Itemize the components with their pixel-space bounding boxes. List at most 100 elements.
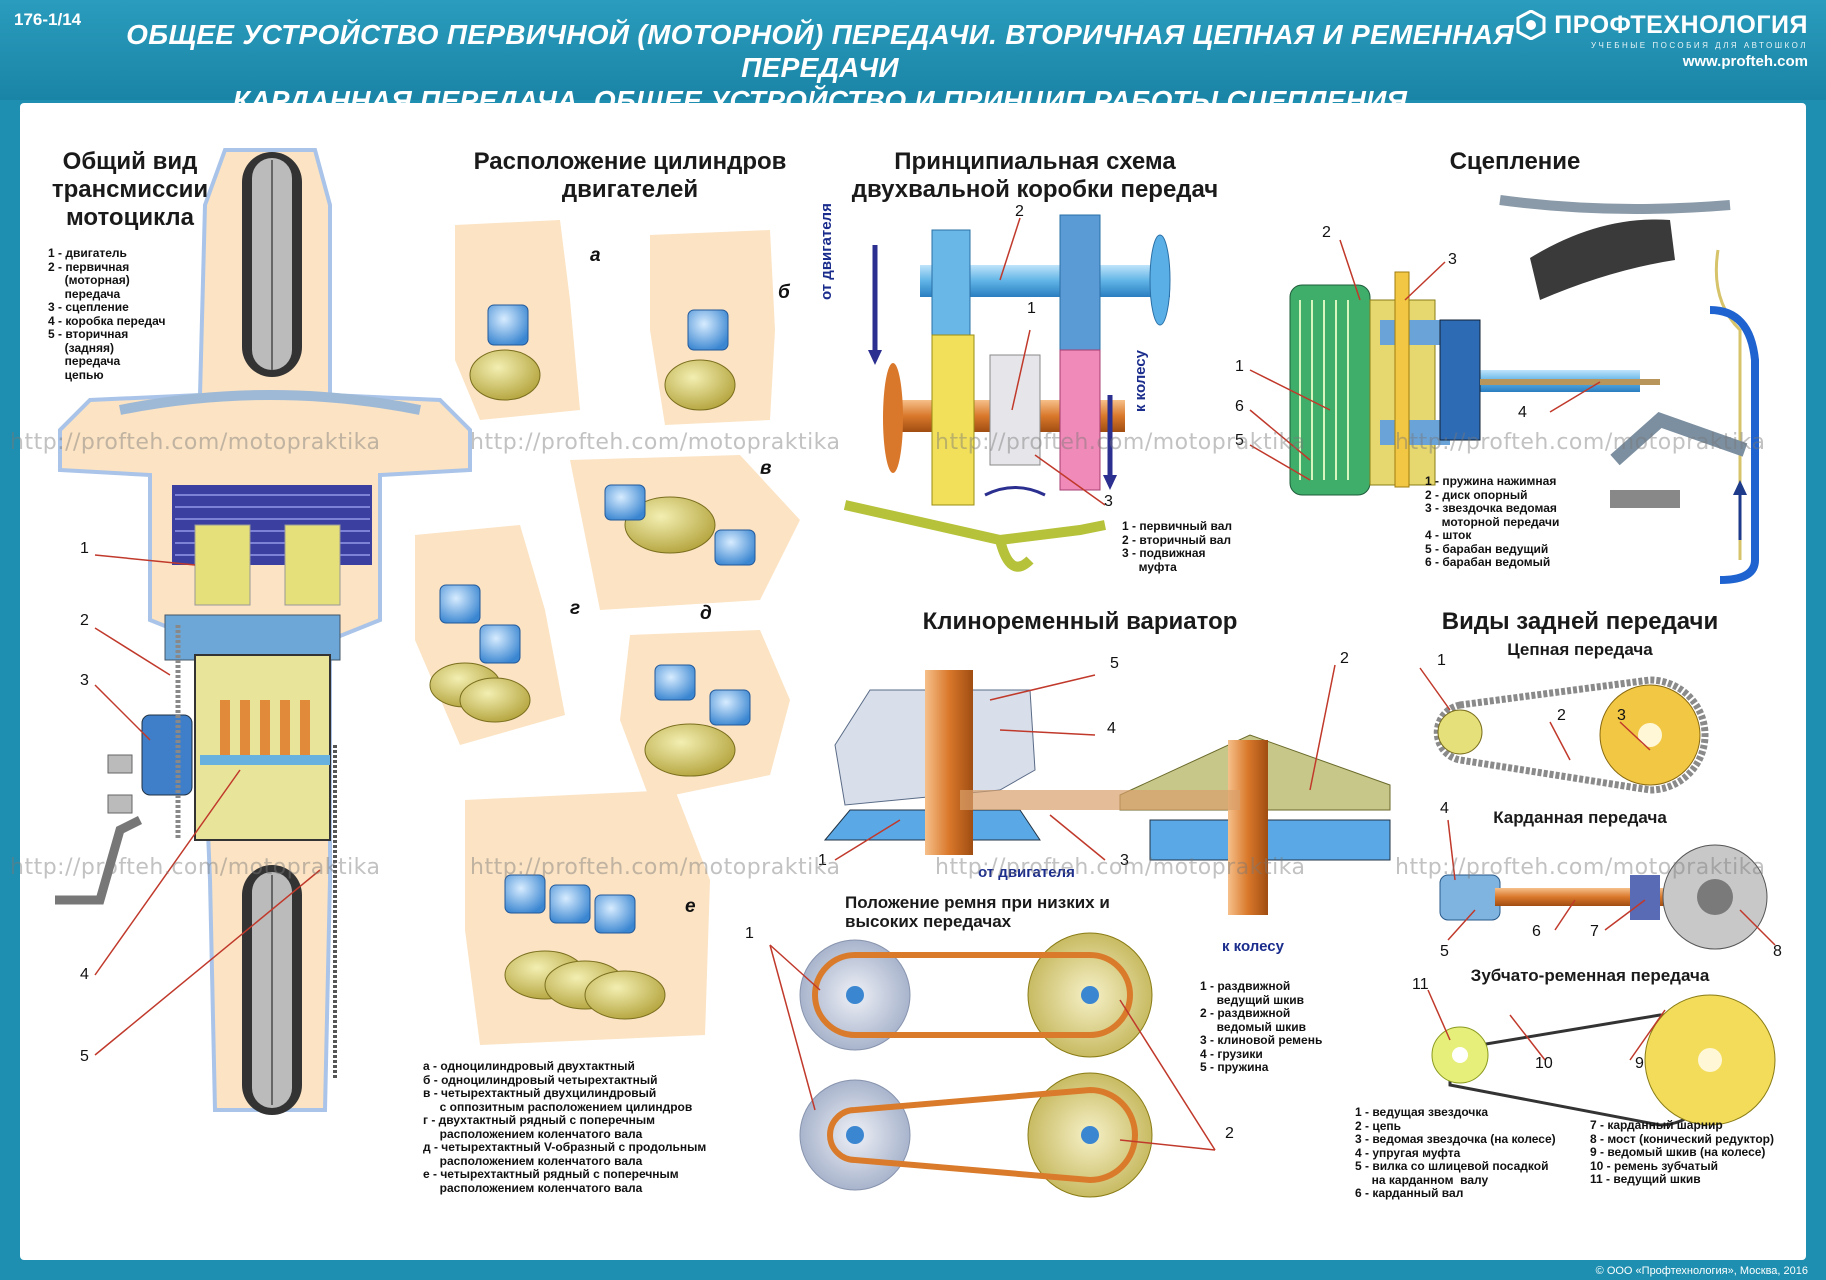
legend-item: 4 - коробка передач [48, 313, 166, 328]
legend-item: 2 - вторичный вал [1122, 532, 1232, 547]
rear-drive-drawing [1419, 667, 1776, 1127]
legend-item: ведущий шкив [1200, 992, 1304, 1007]
callout-number: 1 [1437, 652, 1446, 669]
clutch-title: Сцепление [1449, 148, 1581, 175]
legend-item: 1 - раздвижной [1200, 979, 1291, 993]
belt-low-gear [827, 1086, 1138, 1184]
chain-drive-title: Цепная передача [1507, 640, 1653, 659]
legend-item: (моторная) [48, 273, 130, 287]
gearbox-title: Принципиальная схема двухвальной коробки… [851, 148, 1219, 203]
legend-item: передача [48, 286, 121, 301]
clutch-drawing [1249, 195, 1759, 584]
from-engine-label: от двигателя [818, 203, 835, 300]
callout-number: 3 [1120, 852, 1129, 869]
cylinder-letter: г [570, 598, 581, 619]
clutch-legend: 1 - пружина нажимная 2 - диск опорный 3 … [1425, 474, 1559, 570]
legend-item: 11 - ведущий шкив [1590, 1172, 1701, 1186]
callout-number: 1 [1235, 358, 1244, 375]
callout-number: 2 [1340, 650, 1349, 667]
callout-number: 6 [1532, 923, 1541, 940]
legend-item: муфта [1122, 559, 1177, 574]
legend-item: б - одноцилиндровый четырехтактный [423, 1072, 658, 1087]
clutch-drum [141, 714, 193, 796]
transmission-legend: 1 - двигатель 2 - первичная (моторная) п… [48, 246, 166, 382]
legend-item: 1 - ведущая звездочка [1355, 1105, 1489, 1119]
legend-item: 5 - вторичная [48, 327, 129, 341]
callout-number: 10 [1535, 1055, 1553, 1072]
brand: ПРОФТЕХНОЛОГИЯ УЧЕБНЫЕ ПОСОБИЯ ДЛЯ АВТОШ… [1516, 10, 1808, 70]
brand-logo-icon [1516, 10, 1546, 40]
variator-drawing [769, 664, 1391, 1198]
legend-item: 5 - вилка со шлицевой посадкой [1355, 1159, 1549, 1173]
callout-number: 3 [80, 672, 89, 689]
callout-number: 2 [1557, 707, 1566, 724]
handlebar-grip [1530, 219, 1675, 300]
legend-item: 4 - грузики [1200, 1046, 1263, 1061]
legend-item: 2 - первичная [48, 259, 130, 274]
cylinder-letter: е [685, 896, 696, 917]
legend-item: с оппозитным расположением цилиндров [423, 1099, 693, 1114]
cylinder-letter: д [700, 603, 712, 624]
callout-number: 2 [1322, 224, 1331, 241]
toothed-belt-title: Зубчато-ременная передача [1470, 966, 1710, 985]
legend-item: 2 - раздвижной [1200, 1006, 1291, 1020]
callout-number: 2 [1015, 203, 1024, 220]
watermark: http://profteh.com/motopraktika [935, 430, 1306, 455]
callout-number: 5 [1110, 655, 1119, 672]
callout-number: 1 [80, 540, 89, 557]
legend-item: расположением коленчатого вала [423, 1180, 643, 1195]
callout-number: 3 [1448, 251, 1457, 268]
variator-title: Клиноременный вариатор [922, 608, 1238, 635]
chain [1433, 676, 1709, 794]
legend-item: 2 - цепь [1355, 1118, 1402, 1133]
callout-number: 5 [1235, 432, 1244, 449]
cylinder-letter: в [760, 458, 772, 479]
callout-number: 1 [818, 852, 827, 869]
cylinders-legend: а - одноцилиндровый двухтактный б - одно… [423, 1059, 706, 1195]
callout-number: 7 [1590, 923, 1599, 940]
legend-item: 3 - клиновой ремень [1200, 1033, 1323, 1047]
belt-high-gear [812, 952, 1133, 1038]
legend-item: расположением коленчатого вала [423, 1126, 643, 1141]
legend-item: 3 - ведомая звездочка (на колесе) [1355, 1132, 1556, 1146]
transmission-title: Общий вид трансмиссии мотоцикла [51, 148, 209, 231]
callout-number: 4 [1440, 800, 1449, 817]
sliding-clutch [989, 354, 1041, 466]
legend-item: 8 - мост (конический редуктор) [1590, 1131, 1774, 1146]
legend-item: 9 - ведомый шкив (на колесе) [1590, 1145, 1766, 1159]
legend-item: 6 - карданный вал [1355, 1186, 1464, 1200]
motorcycle-transmission-drawing [55, 148, 472, 1115]
legend-item: г - двухтактный рядный с поперечным [423, 1113, 656, 1127]
cylinders-title: Расположение цилиндров двигателей [473, 148, 787, 203]
variator-to-wheel: к колесу [1222, 938, 1284, 955]
gearbox-drawing [843, 214, 1171, 572]
watermark: http://profteh.com/motopraktika [470, 855, 841, 880]
legend-item: 4 - упругая муфта [1355, 1145, 1461, 1160]
callout-number: 8 [1773, 943, 1782, 960]
legend-item: а - одноцилиндровый двухтактный [423, 1059, 635, 1073]
brand-name: ПРОФТЕХНОЛОГИЯ [1554, 10, 1808, 39]
callout-number: 5 [80, 1048, 89, 1065]
to-wheel-label: к колесу [1132, 350, 1149, 412]
brand-subtitle: УЧЕБНЫЕ ПОСОБИЯ ДЛЯ АВТОШКОЛ [1590, 41, 1808, 50]
watermark: http://profteh.com/motopraktika [10, 855, 381, 880]
legend-item: 3 - подвижная [1122, 546, 1206, 560]
cardan-drive-title: Карданная передача [1493, 808, 1667, 827]
title-line-1: ОБЩЕЕ УСТРОЙСТВО ПЕРВИЧНОЙ (МОТОРНОЙ) ПЕ… [126, 19, 1514, 83]
belt-position-title: Положение ремня при низких и высоких пер… [845, 893, 1110, 931]
watermark: http://profteh.com/motopraktika [470, 430, 841, 455]
legend-item: 1 - первичный вал [1122, 519, 1233, 533]
callout-number: 1 [1027, 300, 1036, 317]
variator-from-engine: от двигателя [978, 864, 1075, 881]
legend-item: в - четырехтактный двухцилиндровый [423, 1086, 657, 1100]
legend-item: передача [48, 354, 121, 368]
legend-item: 5 - барабан ведущий [1425, 541, 1549, 556]
watermark: http://profteh.com/motopraktika [1395, 430, 1766, 455]
brand-url[interactable]: www.profteh.com [1682, 53, 1808, 70]
legend-item: 3 - сцепление [48, 300, 129, 314]
legend-item: 6 - барабан ведомый [1425, 555, 1551, 569]
callout-number: 11 [1412, 976, 1429, 993]
legend-item: цепью [48, 367, 104, 382]
gearbox-legend: 1 - первичный вал 2 - вторичный вал 3 - … [1122, 519, 1233, 574]
